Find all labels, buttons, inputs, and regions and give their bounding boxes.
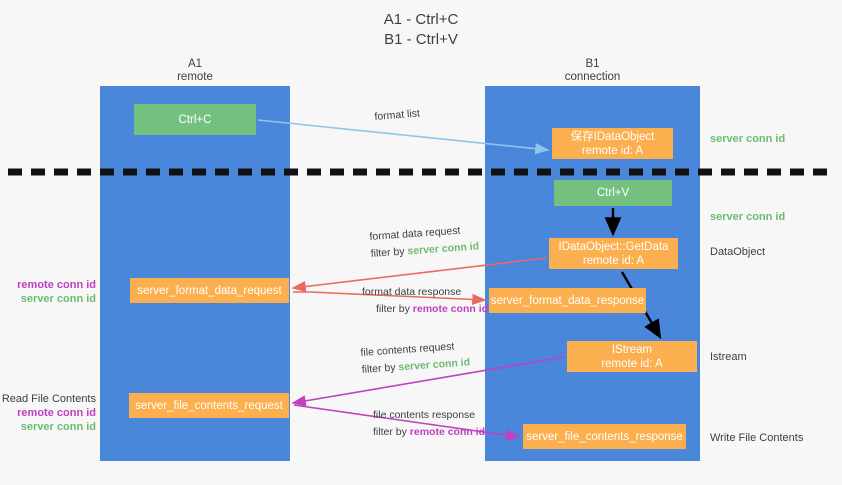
note-remote-conn-id-2: remote conn id <box>17 407 96 419</box>
note-istream: Istream <box>710 351 747 363</box>
filter-prefix-3: filter by <box>361 361 399 376</box>
box-getdata-line1: IDataObject::GetData <box>558 240 669 253</box>
page-title: A1 - Ctrl+C B1 - Ctrl+V <box>0 10 842 50</box>
edge-label-file-contents-response-line1: file contents response <box>373 409 476 421</box>
filter-id-2: remote conn id <box>412 303 489 315</box>
box-istream-line1: IStream <box>611 343 653 356</box>
edge-label-format-data-response: format data response filter by remote co… <box>362 284 488 318</box>
lane-a1-name: A1 <box>187 58 203 70</box>
note-dataobject: DataObject <box>710 246 766 258</box>
box-idataobject-getdata[interactable]: IDataObject::GetData remote id: A <box>549 238 678 269</box>
box-ctrl-v-label: Ctrl+V <box>596 187 630 199</box>
note-read-file-contents: Read File Contents <box>1 393 96 405</box>
box-server-file-contents-request-label: server_file_contents_request <box>135 399 283 412</box>
box-server-file-contents-response-label: server_file_contents_response <box>526 430 683 443</box>
edge-label-format-list: format list <box>374 107 420 123</box>
edge-label-format-list-text: format list <box>374 107 421 123</box>
note-server-conn-id-top: server conn id <box>710 133 786 145</box>
box-ctrl-v[interactable]: Ctrl+V <box>554 180 672 206</box>
lane-b1-sub: connection <box>564 71 621 83</box>
edge-label-format-data-response-line1: format data response <box>362 286 462 298</box>
edge-label-file-contents-request: file contents request filter by server c… <box>360 337 471 378</box>
box-saved-idataobject[interactable]: 保存IDataObject remote id: A <box>552 128 673 159</box>
lane-a1-sub: remote <box>177 71 213 83</box>
lane-header-b1: B1 connection <box>485 58 700 84</box>
box-istream-line2: remote id: A <box>601 357 663 370</box>
edge-label-file-contents-response-filter: filter by remote conn id <box>373 424 485 441</box>
box-server-format-data-request-label: server_format_data_request <box>137 284 282 297</box>
filter-id-4: remote conn id <box>409 426 486 438</box>
box-getdata-line2: remote id: A <box>582 254 645 267</box>
title-line-2: B1 - Ctrl+V <box>384 31 458 48</box>
box-saved-idataobject-line1: 保存IDataObject <box>570 130 655 143</box>
phase-divider <box>8 168 834 176</box>
box-ctrl-c[interactable]: Ctrl+C <box>134 104 256 135</box>
box-server-format-data-response[interactable]: server_format_data_response <box>489 288 646 313</box>
note-write-file-contents: Write File Contents <box>710 432 804 444</box>
box-istream[interactable]: IStream remote id: A <box>567 341 697 372</box>
filter-id-3: server conn id <box>398 356 471 374</box>
note-remote-conn-id-1: remote conn id <box>17 279 96 291</box>
lane-b1-name: B1 <box>585 58 600 70</box>
box-saved-idataobject-line2: remote id: A <box>581 144 644 157</box>
box-server-format-data-response-label: server_format_data_response <box>490 294 645 307</box>
edge-label-format-data-request: format data request filter by server con… <box>369 221 480 262</box>
filter-prefix-2: filter by <box>376 303 413 315</box>
note-server-conn-id-middle: server conn id <box>710 211 786 223</box>
note-conn-id-group-2: Read File Contents remote conn id server… <box>0 392 96 434</box>
title-line-1: A1 - Ctrl+C <box>383 11 459 28</box>
filter-prefix-1: filter by <box>370 245 408 260</box>
note-conn-id-group-1: remote conn id server conn id <box>0 278 96 306</box>
lane-header-a1: A1 remote <box>100 58 290 84</box>
box-server-format-data-request[interactable]: server_format_data_request <box>130 278 289 303</box>
edge-label-file-contents-response: file contents response filter by remote … <box>373 407 485 441</box>
note-server-conn-id-1: server conn id <box>20 293 96 305</box>
box-server-file-contents-request[interactable]: server_file_contents_request <box>129 393 289 418</box>
filter-id-1: server conn id <box>407 240 480 258</box>
box-ctrl-c-label: Ctrl+C <box>178 113 212 126</box>
edge-label-format-data-response-filter: filter by remote conn id <box>362 301 488 318</box>
filter-prefix-4: filter by <box>373 426 410 438</box>
box-server-file-contents-response[interactable]: server_file_contents_response <box>523 424 686 449</box>
note-server-conn-id-2: server conn id <box>20 421 96 433</box>
